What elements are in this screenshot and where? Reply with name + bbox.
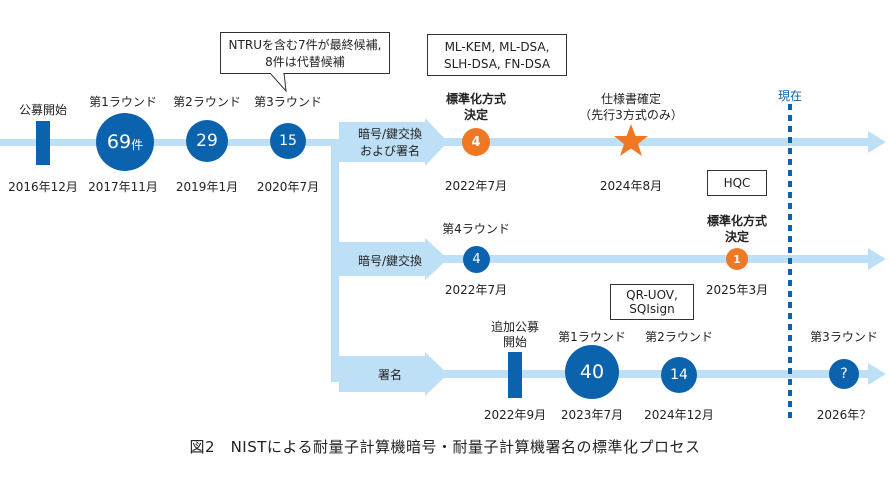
r1-label: 第1ラウンド bbox=[89, 95, 157, 109]
r2-circle: 29 bbox=[186, 120, 228, 162]
c-r3-value: ? bbox=[840, 366, 848, 382]
std-label-b-line2: 決定 bbox=[724, 230, 750, 244]
branch-a-line bbox=[440, 138, 870, 146]
std-note-callout: ML-KEM, ML-DSA, SLH-DSA, FN-DSA bbox=[427, 34, 567, 76]
r1-date: 2017年11月 bbox=[88, 180, 158, 194]
c-r2-note-line2: SQIsign bbox=[629, 302, 675, 316]
now-label: 現在 bbox=[777, 89, 803, 103]
spec-label: 仕様書確定 （先行3方式のみ） bbox=[579, 91, 683, 123]
start-label: 公募開始 bbox=[18, 103, 68, 117]
std-label-b-line1: 標準化方式 bbox=[706, 214, 768, 228]
top-start-bar bbox=[36, 121, 50, 165]
add-label: 追加公募 開始 bbox=[491, 320, 539, 350]
c-r3-label: 第3ラウンド bbox=[810, 330, 878, 344]
c-r2-label: 第2ラウンド bbox=[645, 330, 713, 344]
r1-value: 69 bbox=[106, 131, 132, 153]
hqc-callout: HQC bbox=[707, 170, 767, 196]
std-label-b: 標準化方式 決定 bbox=[707, 213, 767, 245]
spec-label-line1: 仕様書確定 bbox=[600, 92, 662, 106]
top-timeline-line bbox=[0, 139, 345, 146]
branch-c-line bbox=[440, 370, 870, 378]
branch-b-arrow-label: 暗号/鍵交換 bbox=[357, 254, 423, 268]
r3-note-line1: NTRUを含む7件が最終候補, bbox=[228, 38, 382, 52]
branch-c-arrow-shape bbox=[339, 352, 448, 396]
branch-a-arrow-label: 暗号/鍵交換 および署名 bbox=[350, 126, 430, 160]
std-a-circle: 4 bbox=[462, 128, 490, 156]
c-r2-note-line1: QR-UOV, bbox=[626, 288, 678, 302]
branch-b-arrowhead bbox=[868, 248, 886, 270]
r3-date: 2020年7月 bbox=[256, 180, 320, 194]
c-r2-note-callout: QR-UOV, SQIsign bbox=[610, 284, 694, 320]
add-label-line2: 開始 bbox=[502, 335, 528, 349]
c-r1-label: 第1ラウンド bbox=[558, 330, 626, 344]
r4-value: 4 bbox=[472, 252, 481, 267]
branch-b-line bbox=[440, 255, 870, 263]
c-r3-date: 2026年？ bbox=[816, 408, 872, 422]
r3-callout-tail bbox=[270, 73, 287, 93]
std-a-value: 4 bbox=[471, 134, 481, 150]
c-r1-circle: 40 bbox=[565, 345, 619, 399]
c-r2-date: 2024年12月 bbox=[644, 408, 714, 422]
branch-a-arrow-line1: 暗号/鍵交換 bbox=[357, 127, 423, 141]
r4-label: 第4ラウンド bbox=[442, 222, 510, 236]
r3-note-line2: 8件は代替候補 bbox=[265, 55, 345, 69]
std-label-a: 標準化方式 決定 bbox=[446, 91, 506, 123]
branch-c-arrowhead bbox=[868, 363, 886, 385]
std-b-value: 1 bbox=[733, 252, 741, 266]
spec-date: 2024年8月 bbox=[599, 179, 663, 193]
std-note-line2: SLH-DSA, FN-DSA bbox=[443, 57, 551, 71]
add-date: 2022年9月 bbox=[483, 408, 547, 422]
branch-vertical-line bbox=[331, 139, 339, 382]
r3-label: 第3ラウンド bbox=[254, 95, 322, 109]
r4-circle: 4 bbox=[463, 246, 490, 273]
c-r3-circle: ? bbox=[829, 359, 859, 389]
c-r2-circle: 14 bbox=[661, 357, 697, 393]
std-b-date: 2025年3月 bbox=[705, 283, 769, 297]
std-label-a-line1: 標準化方式 bbox=[445, 92, 507, 106]
branch-a-arrow-shape bbox=[339, 118, 448, 166]
star-icon bbox=[614, 124, 648, 156]
c-r2-value: 14 bbox=[670, 367, 688, 383]
std-b-circle: 1 bbox=[726, 248, 748, 270]
branch-c-start-bar bbox=[508, 352, 522, 398]
add-label-line1: 追加公募 bbox=[490, 320, 540, 334]
std-a-date: 2022年7月 bbox=[444, 179, 508, 193]
branch-a-arrow-line2: および署名 bbox=[359, 144, 420, 158]
r3-note-callout: NTRUを含む7件が最終候補, 8件は代替候補 bbox=[220, 32, 390, 74]
r3-circle: 15 bbox=[270, 123, 306, 159]
r2-value: 29 bbox=[196, 131, 218, 151]
r1-unit: 件 bbox=[131, 137, 144, 152]
branch-b-arrow-shape bbox=[339, 238, 448, 280]
c-r1-date: 2023年7月 bbox=[560, 408, 624, 422]
branch-a-arrowhead bbox=[868, 131, 886, 153]
start-date: 2016年12月 bbox=[8, 180, 78, 194]
std-label-a-line2: 決定 bbox=[463, 108, 489, 122]
c-r1-value: 40 bbox=[579, 361, 605, 383]
std-note-line1: ML-KEM, ML-DSA, bbox=[444, 40, 550, 54]
r2-date: 2019年1月 bbox=[175, 180, 239, 194]
r4-date: 2022年7月 bbox=[444, 283, 508, 297]
spec-label-line2: （先行3方式のみ） bbox=[579, 108, 683, 122]
r2-label: 第2ラウンド bbox=[173, 95, 241, 109]
figure-caption: 図2 NISTによる耐量子計算機暗号・耐量子計算機署名の標準化プロセス bbox=[189, 438, 701, 456]
r3-value: 15 bbox=[279, 133, 297, 149]
branch-c-arrow-label: 署名 bbox=[377, 368, 402, 382]
